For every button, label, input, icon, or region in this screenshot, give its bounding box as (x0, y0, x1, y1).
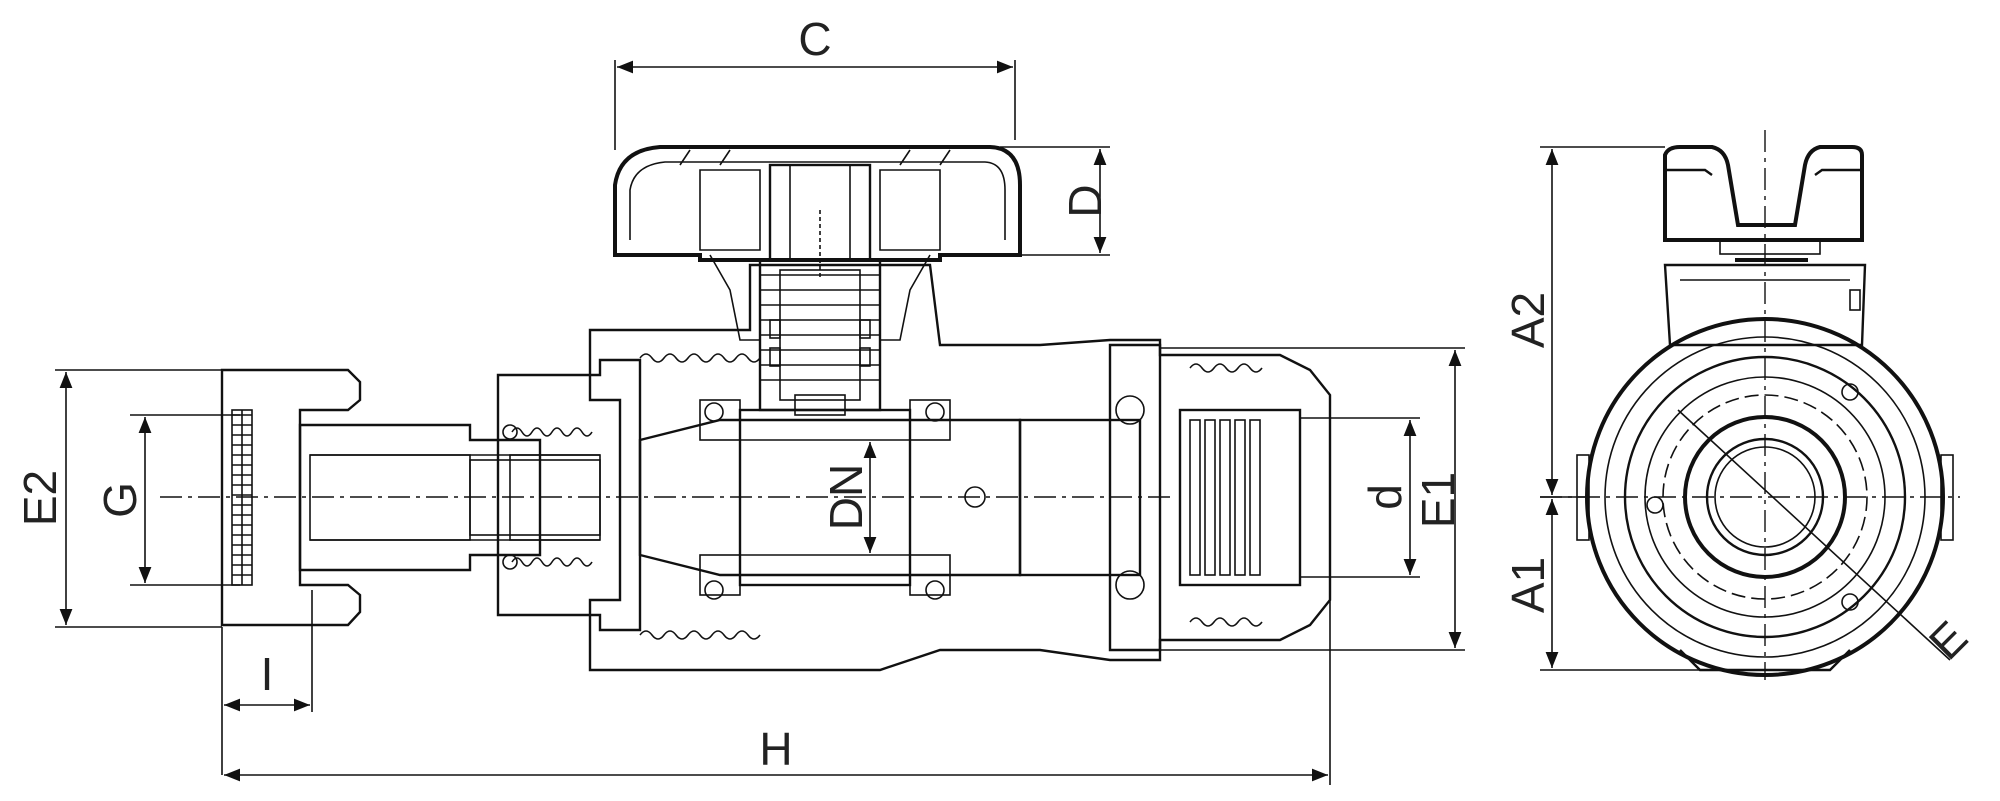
union-nut (220, 368, 362, 627)
valve-stem (758, 258, 882, 416)
dim-H: H (224, 600, 1331, 785)
dim-D: D (1000, 146, 1111, 256)
dim-DN: DN (820, 442, 877, 553)
end-view-handle (1663, 145, 1864, 262)
dim-G: G (94, 414, 240, 586)
label-E2: E2 (14, 470, 66, 526)
dim-E1: E1 (1160, 347, 1465, 651)
label-A1: A1 (1502, 557, 1554, 613)
dim-I: I (221, 590, 313, 775)
label-DN: DN (820, 464, 872, 530)
outlet-fitting (1018, 343, 1332, 652)
label-H: H (759, 723, 792, 775)
valve-body (588, 263, 1162, 672)
end-view: E A2 A1 (1502, 130, 1977, 680)
label-E: E (1919, 611, 1977, 669)
dim-A2: A2 (1502, 146, 1665, 498)
label-E1: E1 (1412, 472, 1464, 528)
label-d: d (1359, 484, 1411, 510)
dim-A1: A1 (1502, 499, 1700, 671)
label-I: I (261, 648, 274, 700)
label-D: D (1059, 184, 1111, 217)
dim-d: d (1300, 417, 1420, 578)
end-view-bonnet (1663, 263, 1867, 347)
label-A2: A2 (1502, 292, 1554, 348)
dim-E2: E2 (14, 369, 222, 628)
dim-C: C (614, 13, 1016, 150)
label-G: G (94, 482, 146, 518)
side-view: C D E2 G DN (14, 13, 1465, 785)
inlet-body (496, 358, 642, 632)
label-C: C (798, 13, 831, 65)
valve-handle (613, 145, 1022, 341)
